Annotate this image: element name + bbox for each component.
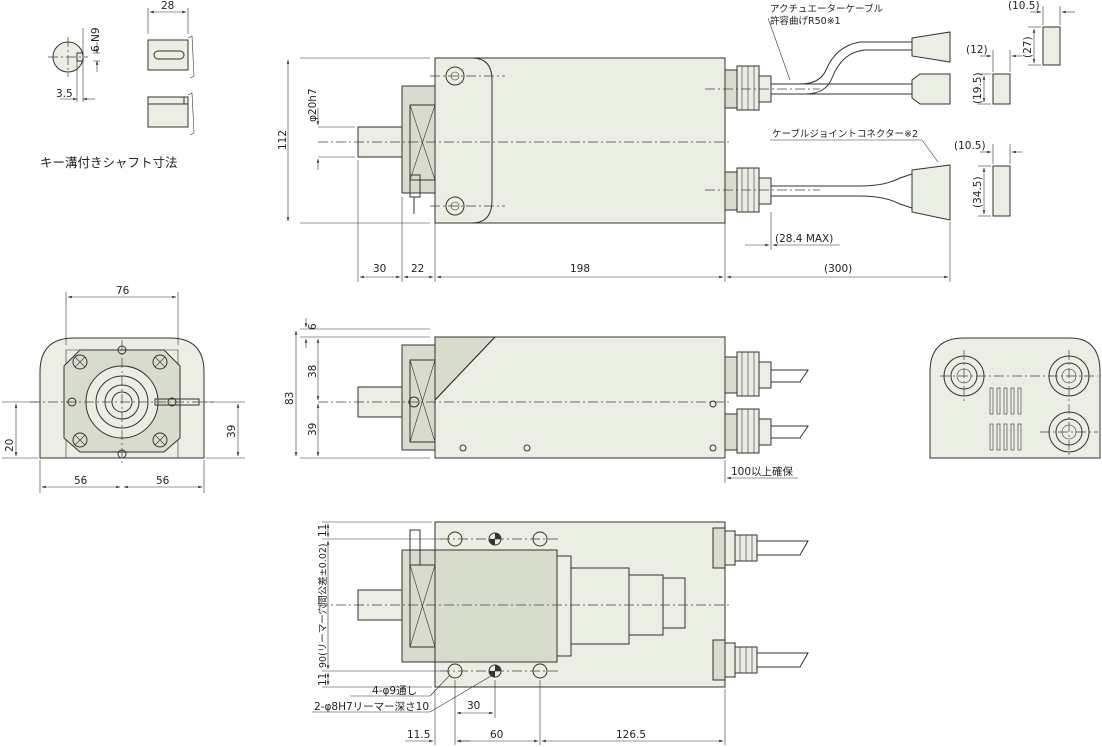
dim-126-5: 126.5	[616, 729, 646, 741]
dim-28: 28	[161, 0, 174, 12]
side-view: 6 38 39 83 100以上確保	[284, 318, 809, 483]
dim-56-right: 56	[156, 475, 170, 487]
dim-38-side: 38	[307, 365, 319, 378]
dim-90-reamer: 90(リーマー穴間公差±0.02)	[317, 543, 329, 668]
front-view: 76 20 39 56 56	[2, 285, 245, 493]
dim-22: 22	[411, 263, 424, 275]
dim-34-5: (34.5)	[972, 176, 984, 208]
dim-6n9: 6 N9	[90, 27, 102, 52]
dim-198: 198	[570, 263, 590, 275]
note-joint-connector: ケーブルジョイントコネクター※2	[772, 128, 918, 140]
dim-11-5: 11.5	[407, 729, 430, 741]
dim-30-bottom: 30	[467, 700, 480, 712]
dim-28-4max: (28.4 MAX)	[775, 233, 833, 245]
dim-83-side: 83	[284, 392, 296, 405]
dim-19-5: (19.5)	[972, 72, 984, 104]
dim-27: (27)	[1022, 36, 1034, 58]
top-view: 112 φ20h7 30 22 198 (300) (28.4 MAX) アクチ…	[277, 3, 951, 282]
dim-11-bottom: 11	[317, 673, 329, 686]
dim-112: 112	[277, 130, 289, 150]
key-shaft-caption: キー溝付きシャフト寸法	[40, 155, 178, 170]
dim-56-left: 56	[74, 475, 88, 487]
key-shaft-detail: 6 N9 3.5 28 キー溝付きシャフト寸法	[40, 0, 195, 170]
note-actuator-cable: アクチュエーターケーブル	[770, 3, 883, 15]
note-bend-radius: 許容曲げR50※1	[770, 15, 841, 27]
dim-11-top: 11	[317, 524, 329, 537]
dim-300: (300)	[824, 263, 852, 275]
dim-30: 30	[373, 263, 386, 275]
dim-39-front: 39	[226, 425, 238, 438]
note-reamer: 2-φ8H7リーマー深さ10	[314, 701, 429, 713]
dim-100-min: 100以上確保	[731, 465, 794, 478]
rear-view	[929, 337, 1101, 459]
dim-phi20h7: φ20h7	[307, 88, 319, 122]
dim-12: (12)	[966, 44, 988, 56]
dim-10-5-mid: (10.5)	[954, 140, 986, 152]
dim-3-5: 3.5	[56, 88, 73, 100]
dim-60: 60	[490, 729, 503, 741]
note-holes: 4-φ9通し	[372, 685, 417, 697]
dim-20-front: 20	[4, 439, 16, 452]
dim-76: 76	[116, 285, 130, 297]
dim-6-side: 6	[307, 323, 319, 330]
bottom-view: 11 90(リーマー穴間公差±0.02) 11 4-φ9通し 2-φ8H7リーマ…	[312, 521, 809, 745]
dim-10-5-top: (10.5)	[1008, 0, 1040, 12]
dim-39-side: 39	[307, 423, 319, 436]
connector-details: (10.5) (27) (12) (19.5) (10.5) (34.5)	[954, 0, 1075, 217]
